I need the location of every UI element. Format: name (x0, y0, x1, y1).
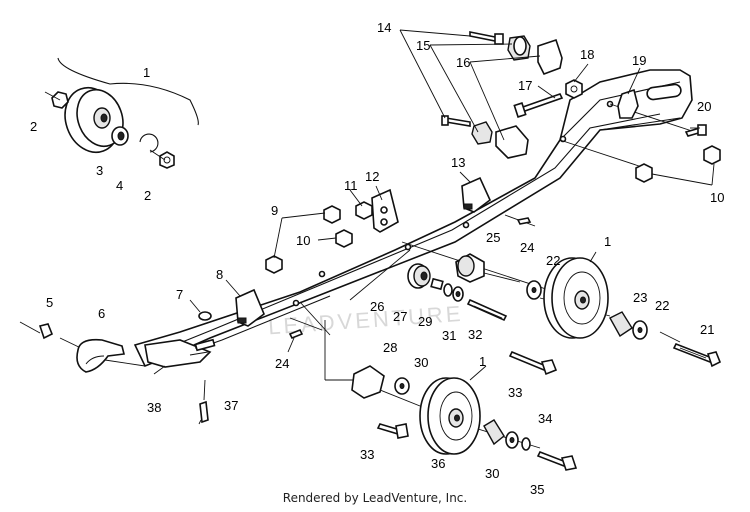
callout-4: 4 (116, 178, 123, 193)
callout-1: 1 (143, 65, 150, 80)
callout-20: 20 (697, 99, 711, 114)
callout-35: 35 (530, 482, 544, 497)
callout-15: 15 (416, 38, 430, 53)
callout-30b: 30 (485, 466, 499, 481)
callout-13: 13 (451, 155, 465, 170)
callout-34: 34 (538, 411, 552, 426)
render-credit: Rendered by LeadVenture, Inc. (282, 491, 468, 505)
upper-hardware (399, 29, 721, 186)
callout-24b: 24 (275, 356, 289, 371)
callout-6: 6 (98, 306, 105, 321)
callout-33: 33 (508, 385, 522, 400)
callout-32: 32 (468, 327, 482, 342)
callout-3: 3 (96, 163, 103, 178)
idler-wheel-assembly (44, 57, 199, 169)
callout-24: 24 (520, 240, 534, 255)
callout-31: 31 (442, 328, 456, 343)
callout-23: 23 (633, 290, 647, 305)
callout-36: 36 (431, 456, 445, 471)
callout-30: 30 (414, 355, 428, 370)
callout-22b: 22 (655, 298, 669, 313)
callout-2: 2 (30, 119, 37, 134)
callout-8: 8 (216, 267, 223, 282)
callout-21: 21 (700, 322, 714, 337)
callout-16: 16 (456, 55, 470, 70)
callout-9: 9 (271, 203, 278, 218)
callout-10b: 10 (710, 190, 724, 205)
callout-37: 37 (224, 398, 238, 413)
callout-22: 22 (546, 253, 560, 268)
callout-12: 12 (365, 169, 379, 184)
callout-38: 38 (147, 400, 161, 415)
callout-10: 10 (296, 233, 310, 248)
mid-hardware (189, 171, 532, 353)
callout-29: 29 (418, 314, 432, 329)
center-wheel-parts (407, 253, 508, 322)
callout-1c: 1 (479, 354, 486, 369)
callout-33b: 33 (360, 447, 374, 462)
callout-1b: 1 (604, 234, 611, 249)
callout-27: 27 (393, 309, 407, 324)
callout-5: 5 (46, 295, 53, 310)
callout-26: 26 (370, 299, 384, 314)
callout-2b: 2 (144, 188, 151, 203)
callout-11: 11 (344, 178, 358, 193)
rear-idler-wheel (526, 257, 722, 368)
callout-labels: 1 2 3 4 2 1 1 5 6 7 8 9 10 10 11 12 13 1… (30, 20, 724, 497)
callout-19: 19 (632, 53, 646, 68)
callout-28: 28 (383, 340, 397, 355)
callout-7: 7 (176, 287, 183, 302)
callout-18: 18 (580, 47, 594, 62)
callout-14: 14 (377, 20, 391, 35)
callout-25: 25 (486, 230, 500, 245)
front-tip-parts (38, 323, 209, 425)
callout-17: 17 (518, 78, 532, 93)
lower-idler-wheel (351, 251, 597, 471)
